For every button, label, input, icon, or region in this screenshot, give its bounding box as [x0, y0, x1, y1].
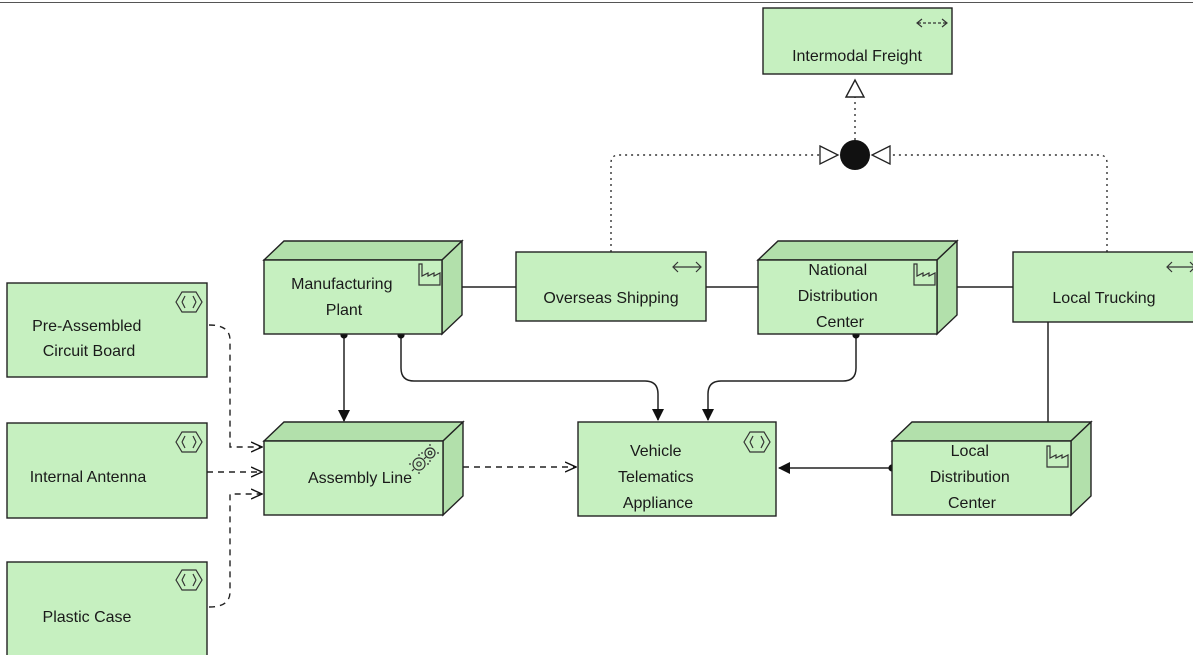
- node-assembly[interactable]: Assembly Line: [262, 420, 465, 517]
- node-intermodal-box: [762, 7, 953, 75]
- node-national-label: National Distribution Center: [798, 262, 882, 331]
- node-antenna[interactable]: Internal Antenna: [6, 422, 208, 519]
- junction-arrow-left: [819, 144, 840, 166]
- node-localtruck[interactable]: Local Trucking: [1012, 251, 1193, 323]
- edge-mfg-vehicle[interactable]: [397, 331, 664, 421]
- node-plastic-label: Plastic Case: [43, 609, 132, 626]
- junction-node[interactable]: [840, 140, 870, 170]
- node-assembly-label: Assembly Line: [308, 470, 412, 487]
- realization-arrow-head: [844, 78, 866, 98]
- node-antenna-box: [6, 422, 208, 519]
- hexagon-icon: [175, 569, 203, 591]
- node-vehicle-box: [577, 421, 777, 517]
- node-preassembled[interactable]: Pre-Assembled Circuit Board: [6, 282, 208, 378]
- node-national-top: [756, 240, 959, 261]
- node-localdist[interactable]: Local Distribution Center: [890, 420, 1093, 517]
- hexagon-icon: [175, 431, 203, 453]
- node-vehicle-label: Vehicle Telematics Appliance: [618, 443, 698, 512]
- node-national-box: [757, 259, 938, 335]
- edge-preassembled-assembly[interactable]: [208, 324, 262, 447]
- edges: [207, 78, 1108, 608]
- gears-icon: [409, 444, 439, 474]
- edge-plastic-assembly[interactable]: [208, 494, 262, 608]
- node-plastic-box: [6, 561, 208, 655]
- node-vehicle[interactable]: Vehicle Telematics Appliance: [577, 421, 777, 517]
- node-assembly-top: [262, 421, 465, 442]
- node-mfg-top: [262, 240, 464, 261]
- node-overseas-label: Overseas Shipping: [543, 290, 678, 307]
- edge-national-vehicle[interactable]: [702, 331, 860, 421]
- node-assembly-box: [263, 440, 444, 516]
- node-mfg-label: Manufacturing Plant: [291, 276, 397, 319]
- factory-icon: [1046, 445, 1069, 468]
- node-preassembled-box: [6, 282, 208, 378]
- node-localdist-box: [891, 440, 1072, 516]
- node-preassembled-label: Pre-Assembled Circuit Board: [32, 318, 146, 360]
- node-antenna-label: Internal Antenna: [30, 469, 147, 486]
- hexagon-icon: [743, 431, 771, 453]
- bidirectional-arrow-icon: [1166, 261, 1193, 273]
- node-localdist-top: [890, 421, 1093, 442]
- node-plastic[interactable]: Plastic Case: [6, 561, 208, 655]
- factory-icon: [913, 263, 936, 286]
- node-overseas[interactable]: Overseas Shipping: [515, 251, 707, 322]
- factory-icon: [418, 263, 441, 286]
- bidirectional-arrow-icon: [916, 18, 948, 28]
- node-overseas-box: [515, 251, 707, 322]
- node-intermodal[interactable]: Intermodal Freight: [762, 7, 953, 75]
- node-national[interactable]: National Distribution Center: [756, 239, 959, 336]
- bidirectional-arrow-icon: [672, 261, 702, 273]
- edge-localtruck-junction[interactable]: [890, 154, 1108, 252]
- hexagon-icon: [175, 291, 203, 313]
- node-localdist-label: Local Distribution Center: [930, 443, 1014, 512]
- edge-overseas-junction[interactable]: [610, 154, 820, 252]
- node-mfg-box: [263, 259, 443, 335]
- junction-arrow-right: [870, 144, 891, 166]
- node-localtruck-box: [1012, 251, 1193, 323]
- node-intermodal-label: Intermodal Freight: [792, 48, 922, 65]
- node-mfg[interactable]: Manufacturing Plant: [262, 239, 464, 336]
- node-localtruck-label: Local Trucking: [1052, 290, 1155, 307]
